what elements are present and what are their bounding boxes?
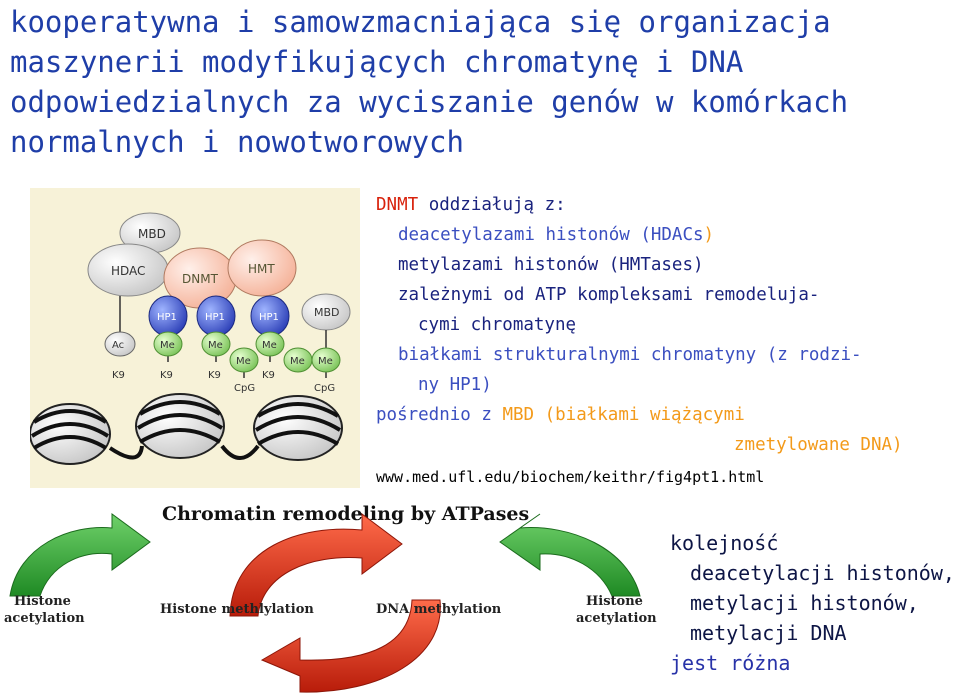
left-acetylation-1: Histone: [14, 594, 71, 609]
ac-mark: [104, 331, 136, 357]
order-line-3: metylacji DNA: [690, 621, 847, 645]
title-line-4: normalnych i nowotworowych: [10, 125, 464, 159]
nucleosome-chain: [30, 393, 343, 465]
hp1-label-3: HP1: [259, 312, 279, 323]
order-heading: kolejność: [670, 531, 779, 555]
dna-methylation-label: DNA methylation: [376, 602, 502, 617]
hp1-label-1: HP1: [157, 312, 177, 323]
me-label-6: Me: [318, 356, 333, 367]
item-atp-remodeling-2: cymi chromatynę: [418, 315, 577, 335]
red-arrow-top: [229, 513, 403, 617]
me-label-2: Me: [208, 340, 223, 351]
hmt-label: HMT: [248, 262, 275, 276]
dnmt-label: DNMT: [376, 195, 419, 215]
me-mark-3: [229, 347, 259, 373]
interact-label: oddziałują z:: [418, 195, 566, 215]
me-label-4: Me: [262, 340, 277, 351]
me-mark-2: [201, 331, 231, 357]
hp1-label-2: HP1: [205, 312, 225, 323]
dnmt-figure-label: DNMT: [182, 272, 219, 286]
k9-label-3: K9: [208, 370, 221, 381]
cycle-diagram: Chromatin remodeling by ATPases Histone …: [4, 503, 657, 693]
hmt-protein: [227, 239, 297, 297]
cpg-label-1: CpG: [234, 383, 255, 394]
right-acetylation-1: Histone: [586, 594, 643, 609]
green-arrow-left: [9, 513, 151, 597]
item-hmtases: metylazami histonów (HMTases): [398, 255, 704, 275]
indirect-end: zmetylowane DNA): [734, 435, 903, 455]
interaction-panel: DNMT oddziałują z: deacetylazami histonó…: [376, 190, 903, 460]
title-line-3: odpowiedzialnych za wyciszanie genów w k…: [10, 85, 849, 119]
ac-label: Ac: [112, 340, 124, 351]
green-arrow-right: [499, 513, 641, 597]
order-line-2: metylacji histonów,: [690, 591, 919, 615]
item-atp-remodeling-1: zależnymi od ATP kompleksami remodeluja-: [398, 285, 820, 305]
k9-label-1: K9: [112, 370, 125, 381]
me-label-1: Me: [160, 340, 175, 351]
cpg-label-2: CpG: [314, 383, 335, 394]
title-line-1: kooperatywna i samowzmacniająca się orga…: [10, 5, 831, 39]
mbd-right-label: MBD: [314, 306, 340, 319]
item-structural-1: białkami strukturalnymi chromatyny (z ro…: [398, 345, 862, 365]
order-panel: kolejność deacetylacji histonów, metylac…: [670, 528, 955, 678]
k9-label-2: K9: [160, 370, 173, 381]
me-label-3: Me: [236, 356, 251, 367]
methylation-label: Histone methlylation: [160, 602, 314, 617]
item-hdacs-close: ): [703, 225, 715, 245]
page-title: kooperatywna i samowzmacniająca się orga…: [10, 2, 950, 162]
right-acetylation-2: acetylation: [576, 611, 657, 626]
mbd-top-label: MBD: [138, 227, 166, 241]
title-line-2: maszynerii modyfikujących chromatynę i D…: [10, 45, 744, 79]
item-hdacs: deacetylazami histonów (HDACs: [398, 225, 704, 245]
me-label-5: Me: [290, 356, 305, 367]
chromatin-figure: MBD HDAC DNMT HMT HP1 HP1 HP1 MBD Ac Me …: [30, 188, 360, 488]
left-acetylation-2: acetylation: [4, 611, 85, 626]
order-line-1: deacetylacji histonów,: [690, 561, 955, 585]
k9-label-4: K9: [262, 370, 275, 381]
red-arrow-bottom: [260, 599, 441, 693]
order-footer: jest różna: [670, 651, 791, 675]
source-url[interactable]: www.med.ufl.edu/biochem/keithr/fig4pt1.h…: [376, 468, 765, 486]
me-mark-6: [311, 347, 341, 373]
me-mark-1: [153, 331, 183, 357]
item-structural-2: ny HP1): [418, 375, 492, 395]
indirect-prefix: pośrednio z: [376, 405, 503, 425]
me-mark-4: [255, 331, 285, 357]
indirect-mbd: MBD (białkami wiążącymi: [502, 405, 745, 425]
hdac-label: HDAC: [111, 264, 145, 278]
cycle-heading: Chromatin remodeling by ATPases: [162, 503, 529, 525]
